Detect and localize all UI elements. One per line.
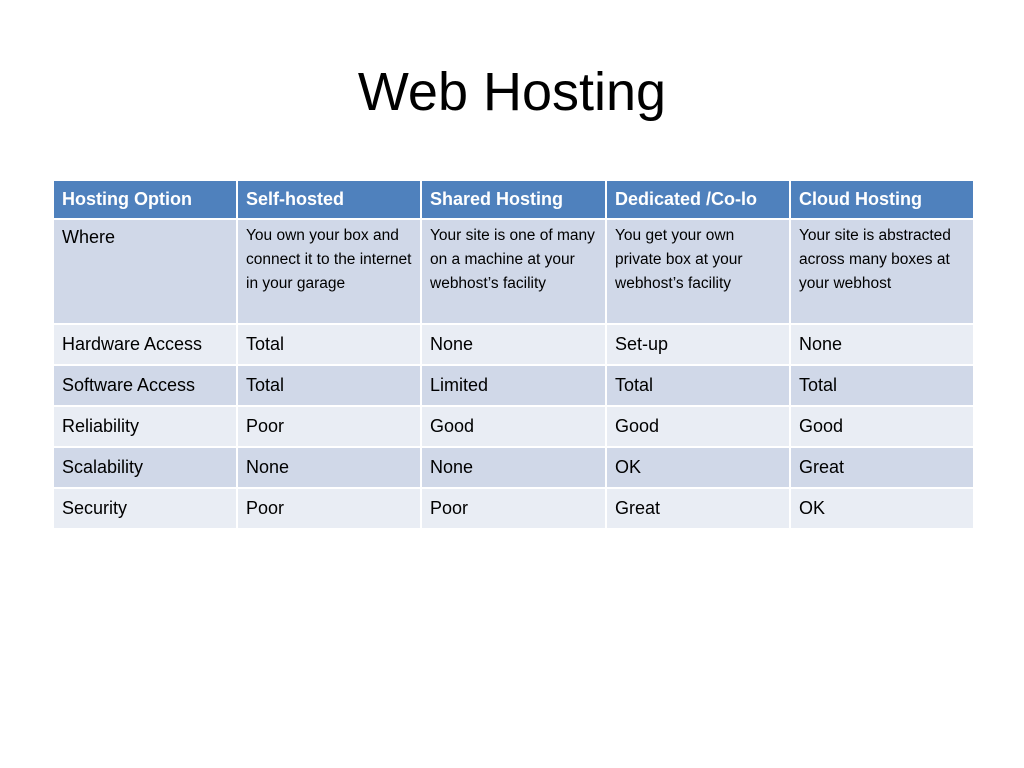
header-hosting-option: Hosting Option — [52, 179, 238, 220]
table-cell: Total — [236, 364, 422, 407]
table-cell: Total — [605, 364, 791, 407]
row-label-reliability: Reliability — [52, 405, 238, 448]
row-label-scalability: Scalability — [52, 446, 238, 489]
table-cell: Poor — [420, 487, 607, 530]
table-cell: Total — [789, 364, 975, 407]
header-dedicated-colo: Dedicated /Co-lo — [605, 179, 791, 220]
row-label-software-access: Software Access — [52, 364, 238, 407]
table-cell: Good — [605, 405, 791, 448]
table-cell: Poor — [236, 405, 422, 448]
table-cell: Your site is abstracted across many boxe… — [789, 218, 975, 325]
table-row: Reliability Poor Good Good Good — [52, 405, 975, 448]
header-cloud-hosting: Cloud Hosting — [789, 179, 975, 220]
table-header-row: Hosting Option Self-hosted Shared Hostin… — [52, 179, 975, 220]
row-label-security: Security — [52, 487, 238, 530]
table-cell: Set-up — [605, 323, 791, 366]
table-cell: Limited — [420, 364, 607, 407]
header-shared-hosting: Shared Hosting — [420, 179, 607, 220]
table-row: Software Access Total Limited Total Tota… — [52, 364, 975, 407]
table-cell: Poor — [236, 487, 422, 530]
row-label-where: Where — [52, 218, 238, 325]
table-cell: None — [789, 323, 975, 366]
table-cell: None — [236, 446, 422, 489]
table-cell: Good — [420, 405, 607, 448]
table-cell: Great — [605, 487, 791, 530]
table-cell: None — [420, 446, 607, 489]
table-row: Scalability None None OK Great — [52, 446, 975, 489]
table-cell: OK — [605, 446, 791, 489]
table-cell: Good — [789, 405, 975, 448]
table-cell: None — [420, 323, 607, 366]
table-cell: Total — [236, 323, 422, 366]
table-row: Hardware Access Total None Set-up None — [52, 323, 975, 366]
row-label-hardware-access: Hardware Access — [52, 323, 238, 366]
table-row: Where You own your box and connect it to… — [52, 218, 975, 325]
header-self-hosted: Self-hosted — [236, 179, 422, 220]
table-cell: You own your box and connect it to the i… — [236, 218, 422, 325]
table-cell: OK — [789, 487, 975, 530]
hosting-comparison-table: Hosting Option Self-hosted Shared Hostin… — [52, 179, 975, 530]
table-cell: Your site is one of many on a machine at… — [420, 218, 607, 325]
table-cell: Great — [789, 446, 975, 489]
table-cell: You get your own private box at your web… — [605, 218, 791, 325]
table-row: Security Poor Poor Great OK — [52, 487, 975, 530]
slide-title: Web Hosting — [357, 62, 667, 122]
